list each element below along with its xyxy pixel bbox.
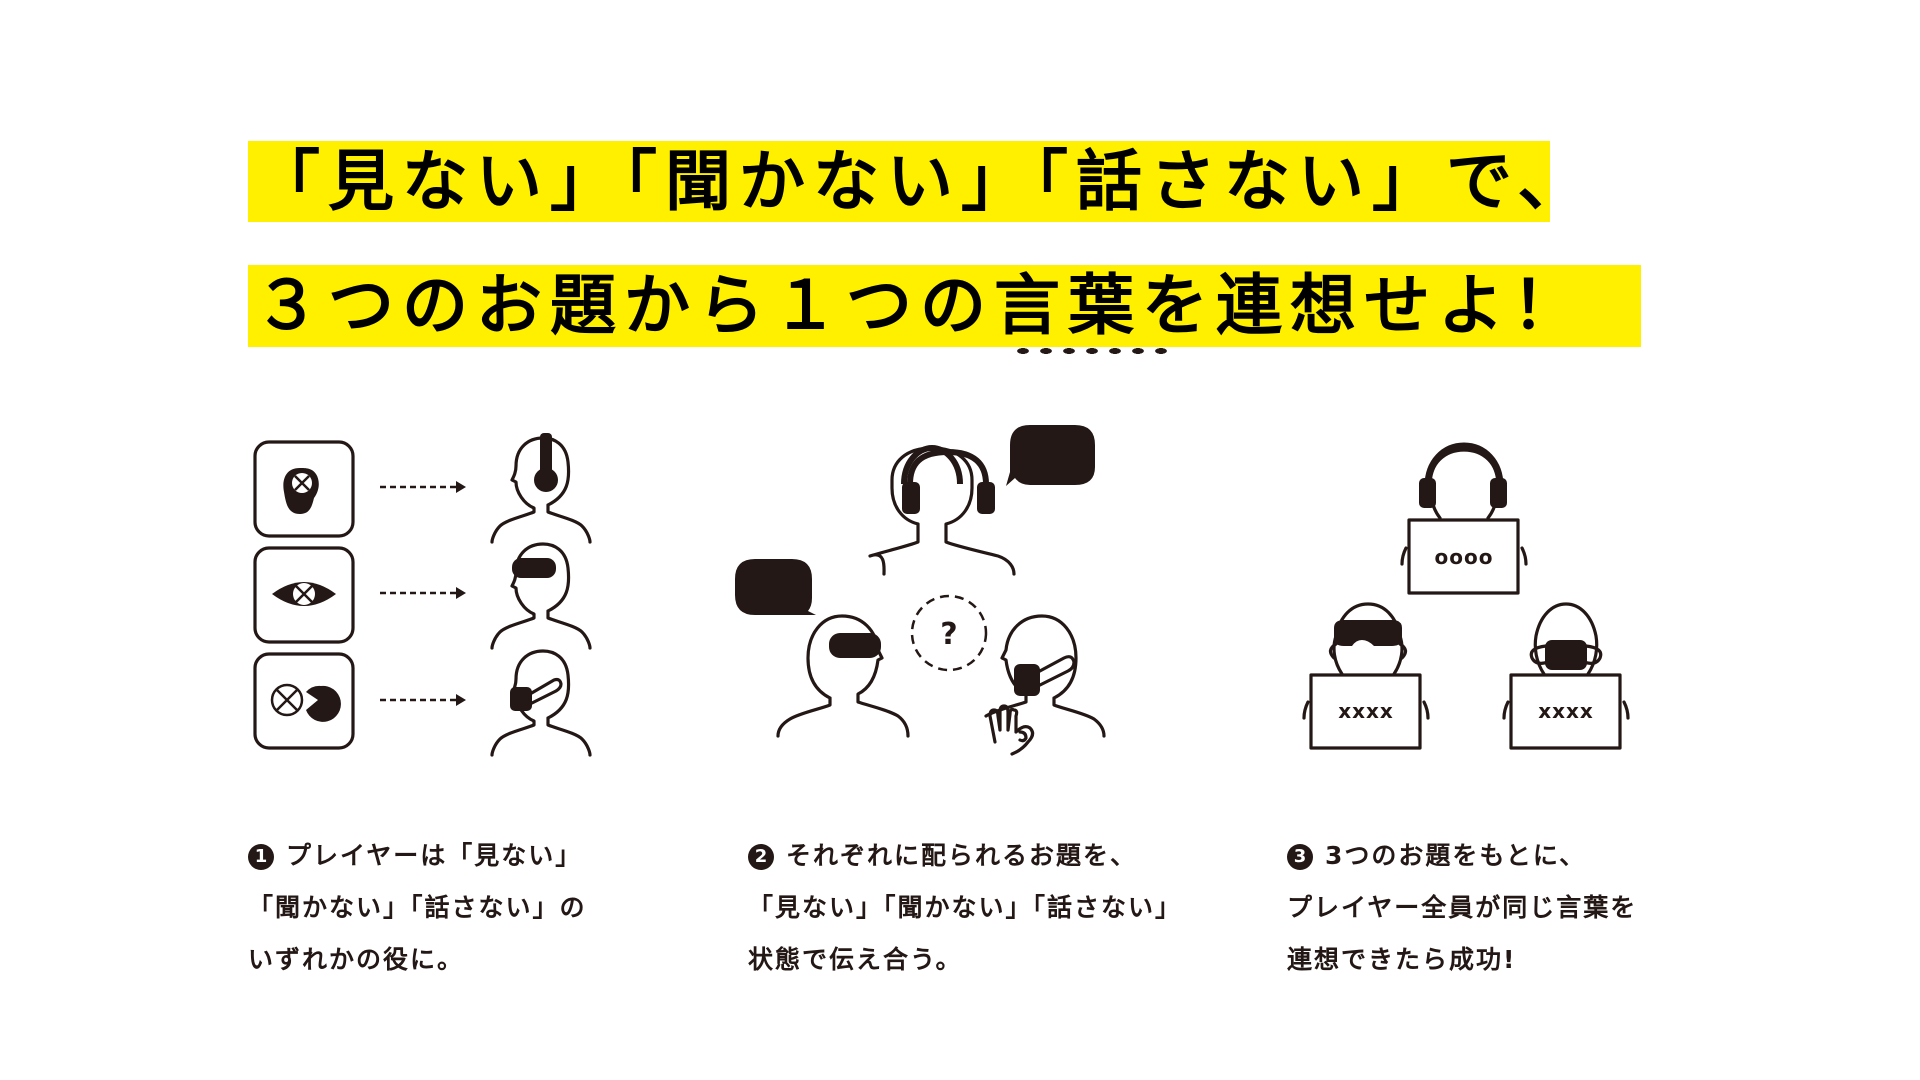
headphones-person-icon: oooo: [1400, 442, 1528, 595]
mask-person-icon: xxxx: [1502, 602, 1630, 750]
blindfold-person-icon: [776, 614, 910, 738]
eye-crossed-icon: [253, 546, 355, 644]
step-3-line-3: 連想できたら成功!: [1287, 945, 1517, 974]
svg-text:?: ?: [940, 617, 957, 652]
blindfold-person-icon: [490, 542, 592, 650]
headline-line-2: ３つのお題から１つの言葉を連想せよ！: [248, 265, 1641, 347]
arrow-icon: [380, 481, 466, 706]
step-number-badge: 1: [248, 844, 274, 870]
headline-line-1: 「見ない」「聞かない」「話さない」で、: [248, 141, 1583, 222]
mouth-crossed-icon: [253, 652, 355, 750]
step-number-badge: 2: [748, 844, 774, 870]
illustration-success: oooo xxxx xxxx: [1300, 430, 1680, 770]
step-number-badge: 3: [1287, 844, 1313, 870]
step-2-line-2: 「見ない」「聞かない」「話さない」: [748, 893, 1183, 922]
blindfold-person-icon: xxxx: [1302, 602, 1430, 750]
question-circle-icon: ?: [910, 594, 988, 672]
step-1-line-3: いずれかの役に。: [248, 945, 465, 974]
speech-bubble-icon: [1006, 425, 1095, 486]
speech-bubble-icon: [735, 559, 816, 615]
ear-crossed-icon: [253, 440, 355, 538]
mask-person-icon: [490, 649, 592, 757]
headphones-person-icon: [868, 444, 1016, 576]
illustration-communication: ?: [730, 420, 1150, 770]
right-board-text: xxxx: [1538, 699, 1594, 723]
ok-hand-icon: [988, 704, 1035, 756]
step-1-line-2: 「聞かない」「話さない」の: [248, 893, 587, 922]
left-board-text: xxxx: [1338, 699, 1394, 723]
top-board-text: oooo: [1435, 545, 1494, 569]
illustration-roles: [248, 430, 628, 770]
emphasis-dotted-underline: [1017, 348, 1175, 354]
step-2-line-3: 状態で伝え合う。: [748, 945, 963, 974]
step-3-line-2: プレイヤー全員が同じ言葉を: [1287, 893, 1638, 922]
mask-person-icon: [984, 614, 1106, 738]
headphones-person-icon: [490, 433, 592, 544]
